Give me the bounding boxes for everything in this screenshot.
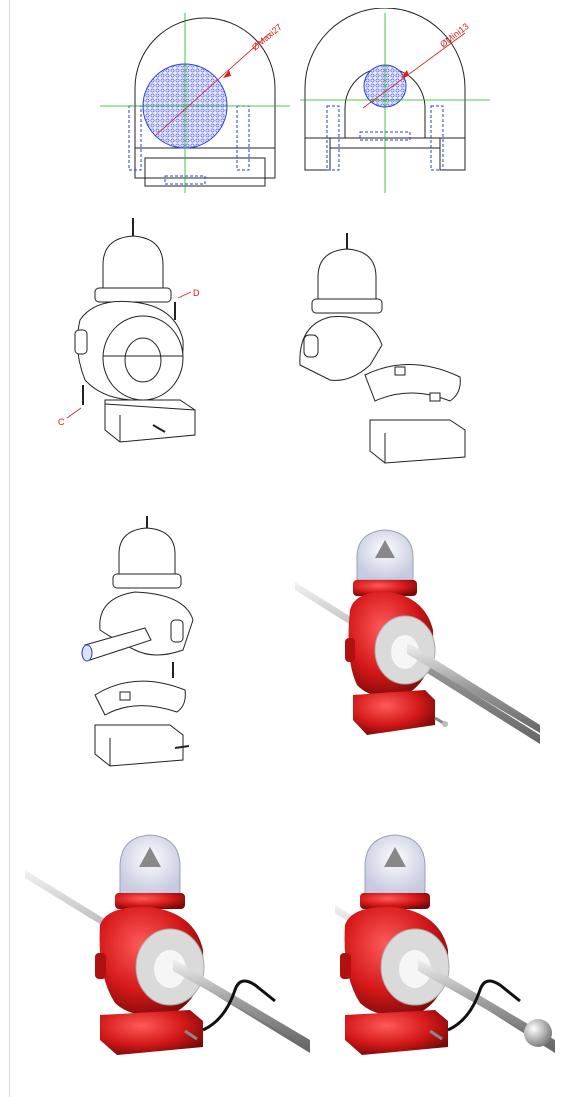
front-view-mini: ØMini13 [295, 8, 495, 198]
lamp-render-with-cable [25, 825, 315, 1055]
lamp-render-with-cable-and-ball [335, 825, 560, 1055]
page-left-border [9, 0, 10, 1097]
lamp-assembled-line-drawing: D C [55, 210, 215, 450]
lamp-exploded-line-drawing [75, 510, 205, 770]
lamp-render-on-pipe [295, 520, 545, 745]
mini-diameter-label: ØMini13 [438, 21, 471, 50]
maxi-diameter-label: ØMaxi27 [250, 22, 284, 53]
callout-d-label: D [193, 288, 200, 298]
front-view-maxi: ØMaxi27 [95, 8, 295, 198]
lamp-opened-line-drawing [290, 225, 480, 465]
callout-c-label: C [58, 417, 65, 427]
